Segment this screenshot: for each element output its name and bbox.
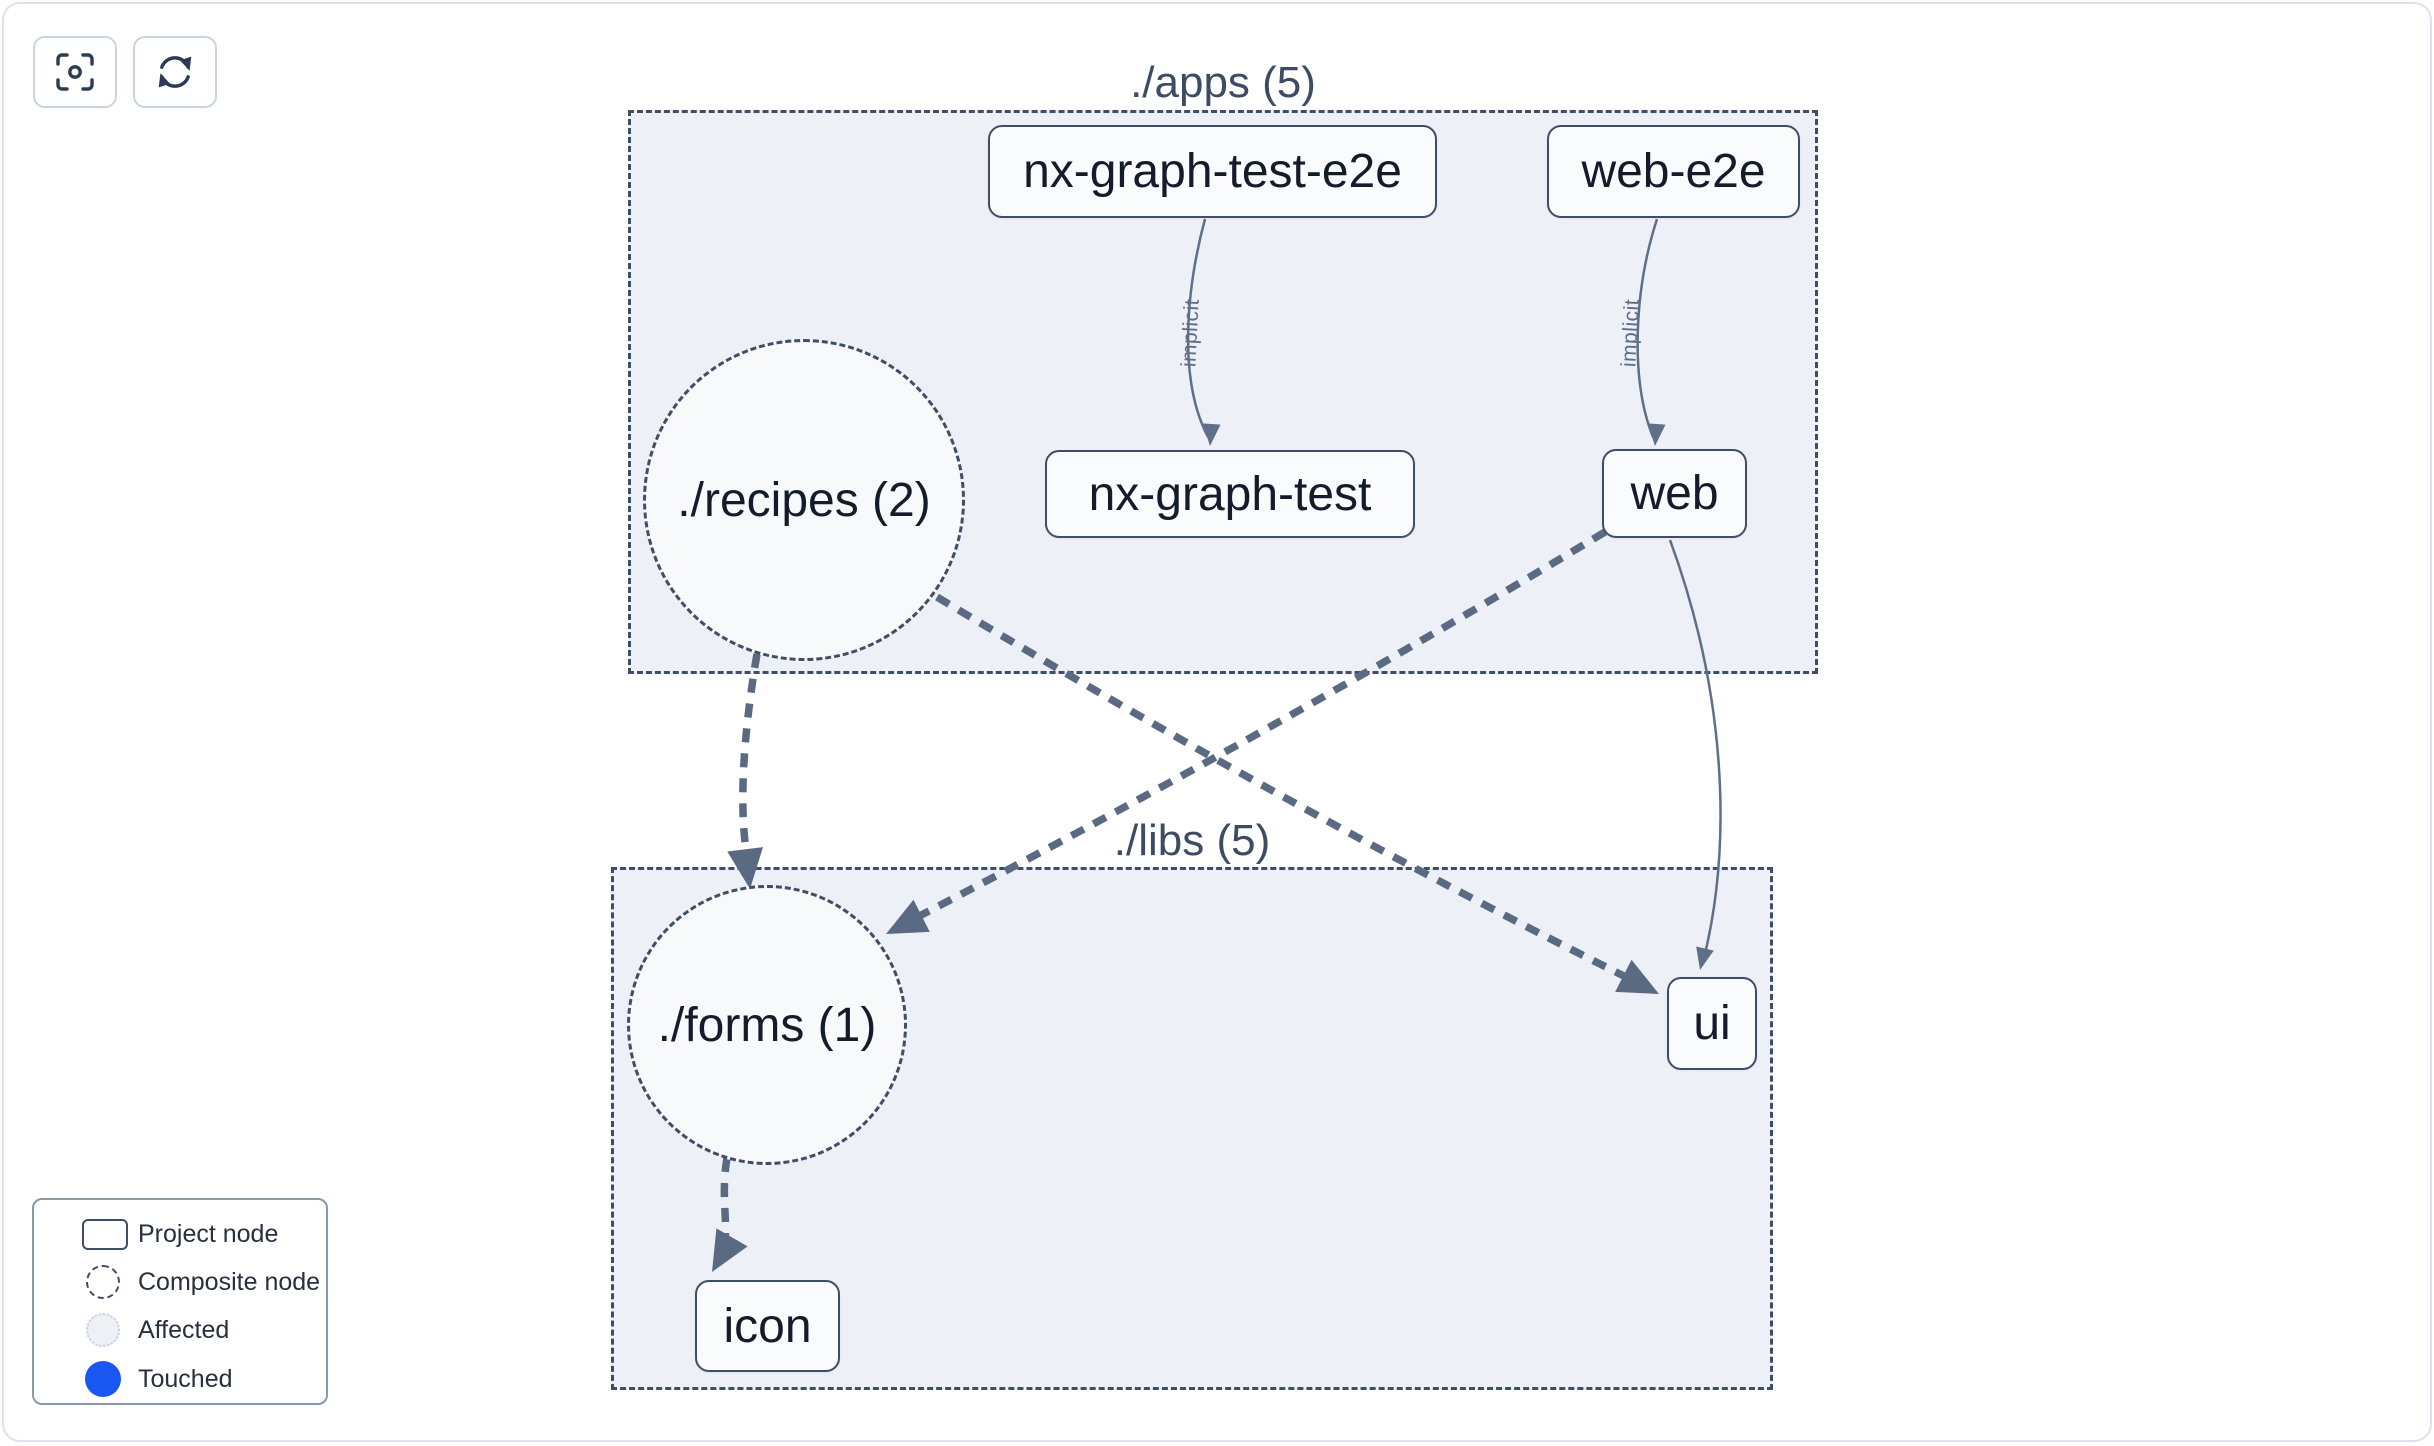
arrowhead xyxy=(727,847,763,889)
arrowhead xyxy=(1696,946,1714,970)
cluster-apps-label[interactable]: ./apps (5) xyxy=(1130,58,1316,107)
touched-swatch xyxy=(85,1361,121,1397)
legend-panel: Project node Composite node Affected Tou… xyxy=(32,1198,328,1405)
edge-web-to-ui xyxy=(1668,539,1722,959)
arrowhead xyxy=(1647,423,1666,446)
cluster-libs-label[interactable]: ./libs (5) xyxy=(1113,816,1271,865)
arrowhead xyxy=(1615,959,1659,994)
arrowhead xyxy=(712,1228,748,1272)
focus-target-icon xyxy=(56,53,94,91)
composite-node-swatch xyxy=(86,1265,120,1299)
legend-row-composite: Composite node xyxy=(34,1258,326,1306)
edge-webe2e-to-web xyxy=(1636,218,1659,438)
graph-toolbar xyxy=(33,36,217,108)
legend-row-affected: Affected xyxy=(34,1306,326,1354)
project-node-swatch xyxy=(82,1218,128,1250)
refresh-icon xyxy=(158,56,192,88)
composite-node-forms[interactable]: ./forms (1) xyxy=(627,885,907,1165)
legend-label: Project node xyxy=(138,1219,279,1248)
legend-label: Composite node xyxy=(138,1267,321,1296)
legend-label: Affected xyxy=(138,1315,230,1344)
arrowhead xyxy=(1202,423,1221,446)
edge-forms-to-icon xyxy=(715,1157,731,1261)
composite-node-recipes[interactable]: ./recipes (2) xyxy=(643,339,965,661)
legend-row-touched: Touched xyxy=(34,1355,326,1403)
legend-row-project: Project node xyxy=(34,1210,326,1258)
edge-web-to-forms xyxy=(900,528,1607,929)
edge-e2e-to-nx-graph-test xyxy=(1186,218,1210,438)
arrowhead xyxy=(886,899,930,934)
node-icon[interactable]: icon xyxy=(695,1280,840,1372)
affected-swatch xyxy=(86,1313,120,1347)
node-web[interactable]: web xyxy=(1602,449,1747,538)
node-web-e2e[interactable]: web-e2e xyxy=(1547,125,1800,218)
edge-recipes-to-ui xyxy=(935,593,1642,988)
node-nx-graph-test-e2e[interactable]: nx-graph-test-e2e xyxy=(988,125,1437,218)
center-graph-button[interactable] xyxy=(33,36,117,108)
node-nx-graph-test[interactable]: nx-graph-test xyxy=(1045,450,1415,538)
edge-recipes-to-forms xyxy=(739,653,761,851)
node-ui[interactable]: ui xyxy=(1667,977,1757,1070)
legend-label: Touched xyxy=(138,1364,233,1393)
refresh-button[interactable] xyxy=(133,36,217,108)
